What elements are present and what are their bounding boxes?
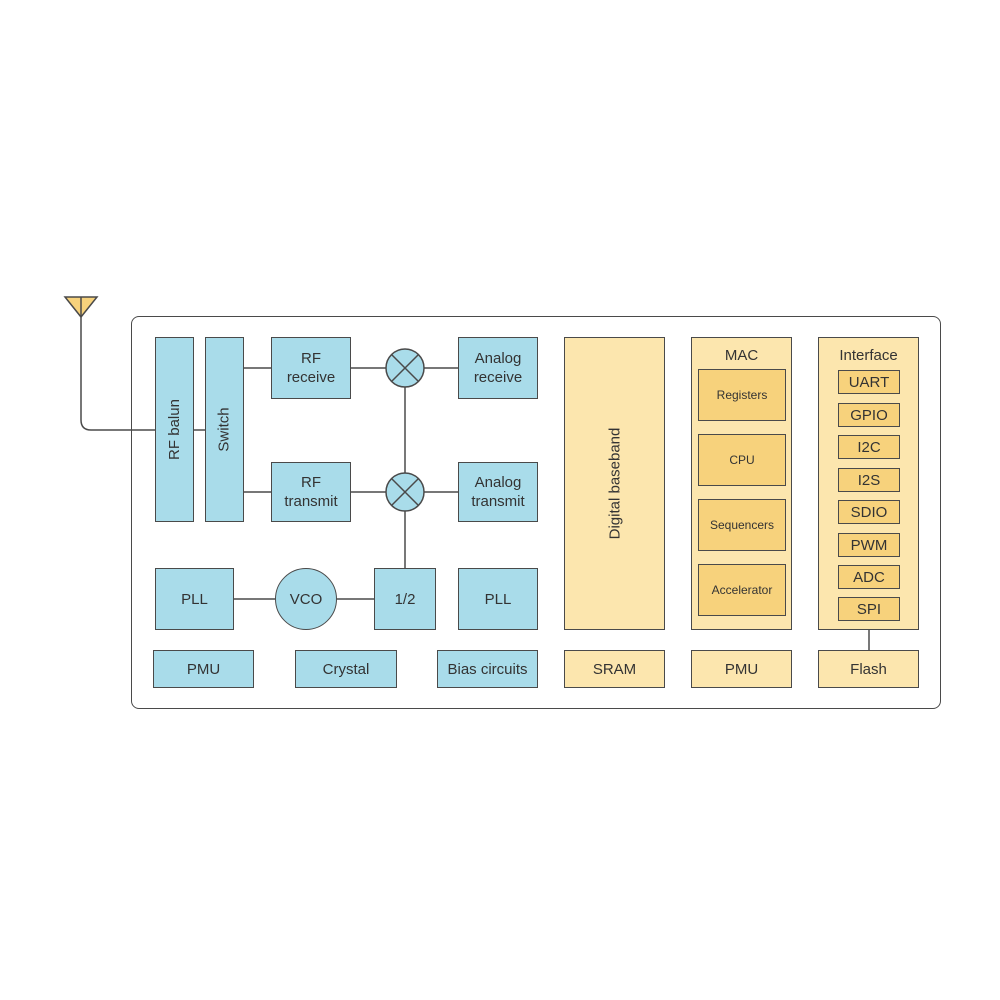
- pmu-digital-block: PMU: [691, 650, 792, 688]
- bias-circuits-block: Bias circuits: [437, 650, 538, 688]
- flash-block: Flash: [818, 650, 919, 688]
- mac-registers: Registers: [698, 369, 786, 421]
- divider-block: 1/2: [374, 568, 436, 630]
- analog-receive-block: Analog receive: [458, 337, 538, 399]
- switch-block: Switch: [205, 337, 244, 522]
- interface-gpio: GPIO: [838, 403, 900, 427]
- interface-spi: SPI: [838, 597, 900, 621]
- digital-baseband-block: Digital baseband: [564, 337, 665, 630]
- pll-block-2: PLL: [458, 568, 538, 630]
- chip-boundary: [131, 316, 941, 709]
- mac-sequencers: Sequencers: [698, 499, 786, 551]
- sram-block: SRAM: [564, 650, 665, 688]
- antenna-line: [80, 317, 155, 431]
- mixer-tx-icon: [385, 472, 425, 512]
- interface-i2c: I2C: [838, 435, 900, 459]
- rf-balun-label: RF balun: [166, 399, 183, 460]
- mac-cpu: CPU: [698, 434, 786, 486]
- mac-title: MAC: [724, 347, 759, 364]
- mixer-rx-icon: [385, 348, 425, 388]
- interface-adc: ADC: [838, 565, 900, 589]
- interface-sdio: SDIO: [838, 500, 900, 524]
- pmu-rf-block: PMU: [153, 650, 254, 688]
- interface-pwm: PWM: [838, 533, 900, 557]
- digital-baseband-label: Digital baseband: [606, 427, 623, 540]
- switch-label: Switch: [216, 407, 233, 452]
- pll-block: PLL: [155, 568, 234, 630]
- rf-balun-block: RF balun: [155, 337, 194, 522]
- interface-title: Interface: [839, 347, 898, 364]
- mac-accelerator: Accelerator: [698, 564, 786, 616]
- interface-i2s: I2S: [838, 468, 900, 492]
- rf-transmit-block: RF transmit: [271, 462, 351, 522]
- vco-block: VCO: [275, 568, 337, 630]
- interface-uart: UART: [838, 370, 900, 394]
- crystal-block: Crystal: [295, 650, 397, 688]
- rf-receive-block: RF receive: [271, 337, 351, 399]
- analog-transmit-block: Analog transmit: [458, 462, 538, 522]
